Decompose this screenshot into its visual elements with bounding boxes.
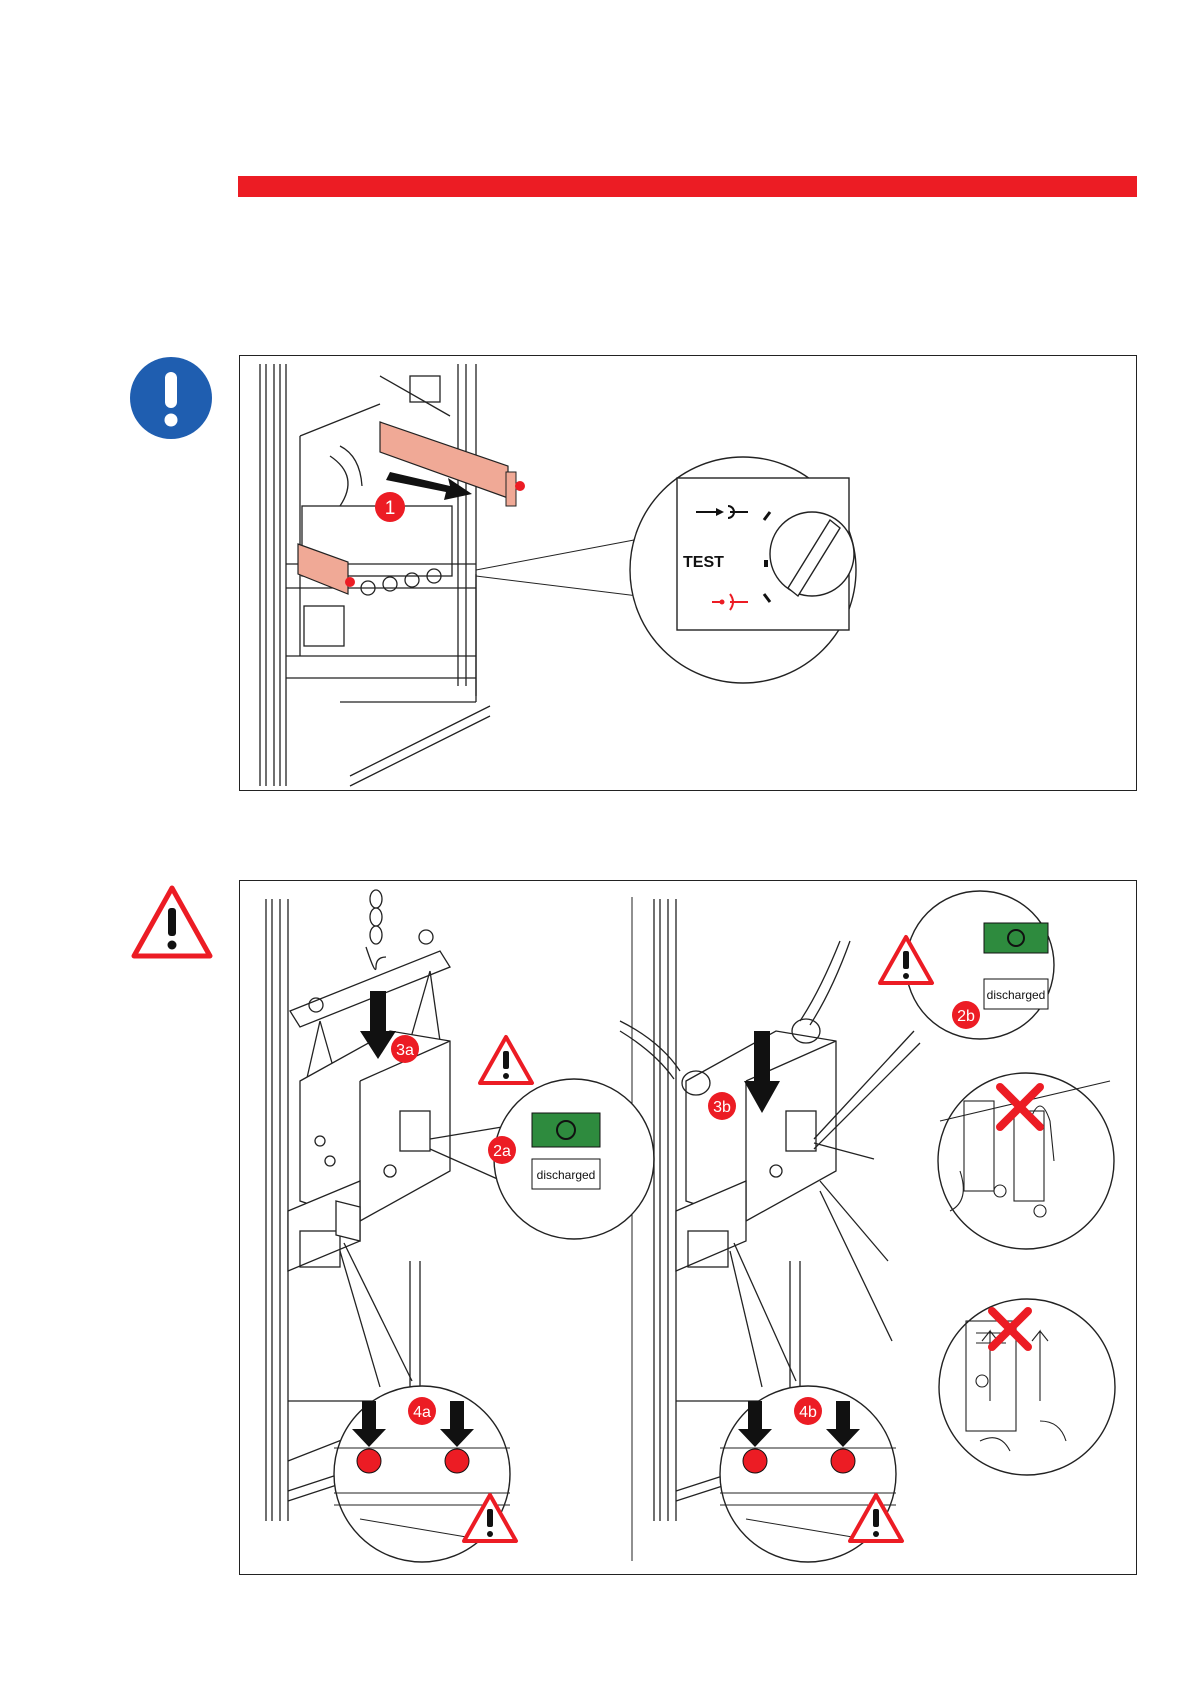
- open-indicator-green: [532, 1113, 600, 1147]
- svg-text:4a: 4a: [413, 1404, 431, 1421]
- step-3b-badge: 3b: [708, 1092, 736, 1120]
- warning-triangle-icon: [480, 1037, 532, 1083]
- red-lock-indicator: [831, 1449, 855, 1473]
- step-1-badge: 1: [375, 492, 405, 522]
- svg-text:2b: 2b: [957, 1008, 975, 1025]
- prohibited-zoom-circle-lower: [939, 1299, 1115, 1475]
- step-2b-badge: 2b: [952, 1001, 980, 1029]
- svg-text:1: 1: [385, 498, 396, 519]
- red-lock-indicator: [357, 1449, 381, 1473]
- step-3a-badge: 3a: [391, 1035, 419, 1063]
- svg-text:discharged: discharged: [987, 988, 1046, 1002]
- svg-text:discharged: discharged: [537, 1168, 596, 1182]
- highlighted-rail-lower: [298, 544, 355, 594]
- spring-status-indicator: discharged: [984, 979, 1048, 1009]
- svg-text:3b: 3b: [713, 1099, 731, 1116]
- spring-status-indicator: discharged: [532, 1159, 600, 1189]
- breaker-insertion-drawing: 3a discharged 2a: [240, 881, 1138, 1576]
- figure-lowering-panel: 3a discharged 2a: [239, 880, 1137, 1575]
- red-lock-indicator: [743, 1449, 767, 1473]
- header-red-bar: [238, 176, 1137, 197]
- exclamation-circle-icon: [129, 356, 213, 440]
- switchgear-cabinet-drawing: 1 TEST: [240, 356, 1138, 792]
- open-indicator-green: [984, 923, 1048, 953]
- figure-rack-out-panel: 1 TEST: [239, 355, 1137, 791]
- svg-text:3a: 3a: [396, 1042, 414, 1059]
- warning-triangle-icon: [130, 884, 214, 960]
- position-selector-dial: TEST: [677, 478, 854, 630]
- test-position-label: TEST: [683, 554, 724, 571]
- red-lock-indicator: [445, 1449, 469, 1473]
- svg-text:4b: 4b: [799, 1404, 817, 1421]
- svg-text:2a: 2a: [493, 1143, 511, 1160]
- step-2a-badge: 2a: [488, 1136, 516, 1164]
- indicator-zoom-circle: [906, 891, 1054, 1039]
- step-4b-badge: 4b: [794, 1397, 822, 1425]
- step-4a-badge: 4a: [408, 1397, 436, 1425]
